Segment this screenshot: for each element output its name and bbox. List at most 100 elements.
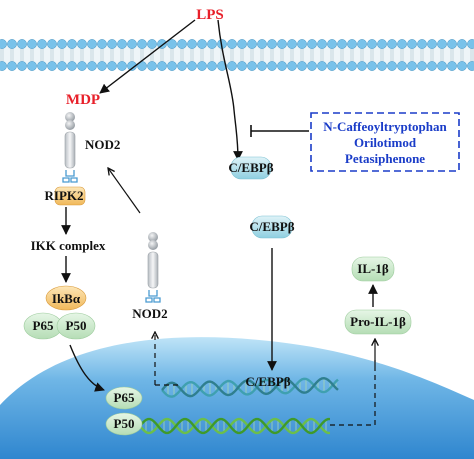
membrane-tail: [200, 49, 204, 61]
membrane-head: [167, 61, 177, 71]
membrane-head: [87, 39, 97, 49]
membrane-tail: [390, 49, 394, 61]
membrane-tail: [40, 49, 44, 61]
inhibitor-3: Petasiphenone: [345, 151, 425, 166]
membrane-head: [147, 61, 157, 71]
membrane-tail: [160, 49, 164, 61]
membrane-tail: [310, 49, 314, 61]
membrane-tail: [250, 49, 254, 61]
ikba-shape: [45, 285, 87, 311]
membrane-head: [107, 61, 117, 71]
p50-cyto-shape: [56, 312, 96, 340]
membrane-head: [427, 61, 437, 71]
membrane-tail: [140, 49, 144, 61]
dna-strand: [161, 376, 339, 398]
membrane-tail: [120, 49, 124, 61]
membrane-tail: [330, 49, 334, 61]
lps-label: LPS: [196, 7, 224, 23]
membrane-head: [277, 39, 287, 49]
membrane-head: [177, 61, 187, 71]
membrane-head: [187, 61, 197, 71]
membrane-head: [7, 39, 17, 49]
dna-strand: [161, 377, 339, 398]
membrane-head: [357, 61, 367, 71]
cebpb-shape-2: [251, 215, 293, 239]
membrane-tail: [340, 49, 344, 61]
membrane-head: [207, 39, 217, 49]
membrane-head: [257, 61, 267, 71]
cell-membrane: [0, 39, 474, 71]
p50-cyto-label: P50: [66, 318, 87, 333]
membrane-tail: [90, 49, 94, 61]
membrane-head: [457, 61, 467, 71]
membrane-tail: [30, 49, 34, 61]
membrane-head: [137, 39, 147, 49]
membrane-tail: [10, 49, 14, 61]
membrane-tail: [350, 49, 354, 61]
membrane-head: [167, 39, 177, 49]
membrane-head: [97, 39, 107, 49]
nod2-label-top: NOD2: [85, 137, 120, 152]
membrane-head: [77, 61, 87, 71]
membrane-head: [437, 61, 447, 71]
membrane-head: [117, 39, 127, 49]
membrane-head: [47, 61, 57, 71]
membrane-head: [87, 61, 97, 71]
membrane-head: [327, 61, 337, 71]
membrane-head: [217, 61, 227, 71]
ikba-label: IkBα: [52, 291, 81, 306]
pro-il1b-label: Pro-IL-1β: [350, 314, 406, 329]
ripk2-shape: [54, 186, 86, 206]
membrane-tail: [300, 49, 304, 61]
membrane-head: [407, 39, 417, 49]
arrow-nod2-lower-to-top: [108, 168, 141, 214]
mdp-label: MDP: [66, 92, 100, 108]
membrane-tail: [150, 49, 154, 61]
dna-helix-upper: [161, 376, 339, 398]
membrane-head: [27, 39, 37, 49]
membrane-head: [427, 39, 437, 49]
membrane-head: [277, 61, 287, 71]
inhibitor-1: N-Caffeoyltryptophan: [323, 119, 447, 134]
membrane-head: [307, 39, 317, 49]
membrane-head: [197, 61, 207, 71]
cebpb-label-1: C/EBPβ: [228, 160, 273, 175]
membrane-tail: [180, 49, 184, 61]
membrane-head: [67, 39, 77, 49]
membrane-tail: [410, 49, 414, 61]
membrane-head: [267, 39, 277, 49]
membrane-head: [467, 61, 474, 71]
membrane-head: [357, 39, 367, 49]
membrane-head: [127, 61, 137, 71]
membrane-tail: [230, 49, 234, 61]
membrane-head: [237, 61, 247, 71]
dna-strand: [139, 417, 330, 435]
nod2-label-lower: NOD2: [132, 306, 167, 321]
dashed-gene-to-pro: [330, 360, 376, 426]
membrane-tail: [290, 49, 294, 61]
il1b-label: IL-1β: [357, 261, 389, 276]
nod2-receptor-icon: [62, 112, 78, 183]
membrane-head: [207, 61, 217, 71]
membrane-tail: [110, 49, 114, 61]
membrane-head: [397, 39, 407, 49]
cebpb-label-2: C/EBPβ: [249, 219, 294, 234]
arrow-lps-to-cebpb: [217, 19, 243, 161]
membrane-tail: [70, 49, 74, 61]
membrane-tail: [240, 49, 244, 61]
membrane-head: [157, 61, 167, 71]
dna-strand: [139, 417, 330, 435]
membrane-tail: [190, 49, 194, 61]
nod2-receptor-icon-lower: [145, 232, 161, 303]
membrane-head: [307, 61, 317, 71]
membrane-head: [257, 39, 267, 49]
membrane-head: [417, 61, 427, 71]
membrane-head: [177, 39, 187, 49]
membrane-tail: [20, 49, 24, 61]
membrane-head: [237, 39, 247, 49]
membrane-tail: [440, 49, 444, 61]
membrane-head: [97, 61, 107, 71]
membrane-tail: [60, 49, 64, 61]
membrane-head: [327, 39, 337, 49]
membrane-tail: [130, 49, 134, 61]
